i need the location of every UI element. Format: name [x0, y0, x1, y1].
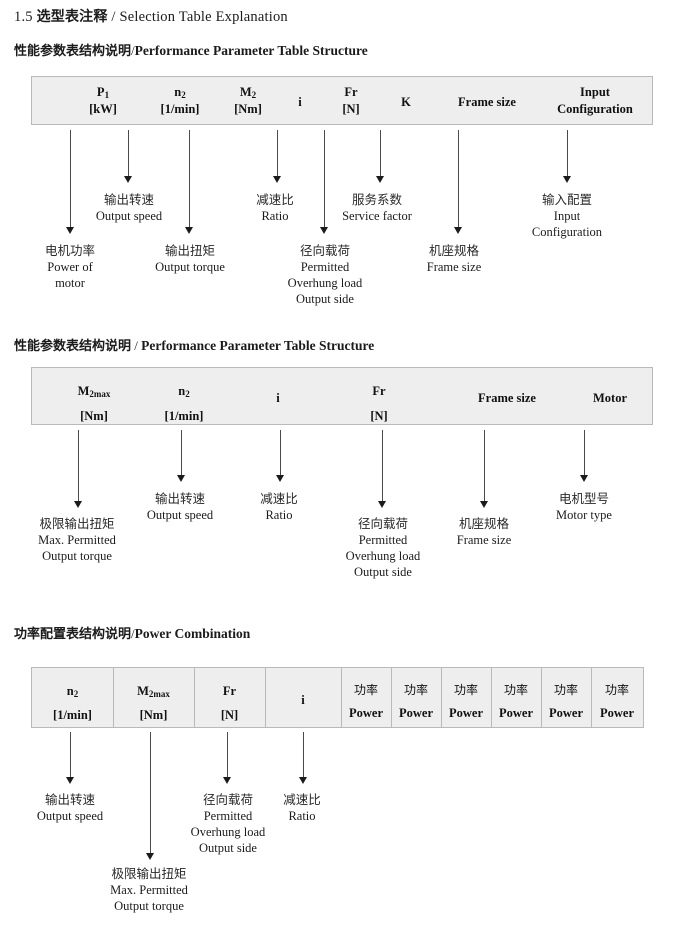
arrow-down-icon [563, 130, 572, 183]
arrow-down-icon [74, 430, 83, 508]
table3-col-m2max: M2max [Nm] [137, 684, 170, 722]
table2-col-frame-size: Frame size [478, 391, 536, 405]
arrow-down-icon [454, 130, 463, 234]
callout-max-permitted-output-torque: 极限输出扭矩 Max. Permitted Output torque [110, 866, 188, 913]
section-2-heading-sep: / [134, 338, 138, 353]
arrow-down-icon [299, 732, 308, 784]
callout-overhung-load: 径向载荷 Permitted Overhung load Output side [287, 243, 363, 306]
table3-col-power-3: 功率 Power [448, 683, 483, 720]
arrow-down-icon [146, 732, 155, 860]
table3-col-power-1: 功率 Power [348, 683, 383, 720]
callout-ratio: 减速比 Ratio [260, 491, 298, 522]
arrow-down-icon [580, 430, 589, 482]
table3-divider [265, 668, 266, 727]
callout-frame-size: 机座规格 Frame size [456, 516, 512, 547]
section-1-heading-sep: / [131, 43, 135, 58]
table3-col-power-4: 功率 Power [498, 683, 533, 720]
table3-divider [194, 668, 195, 727]
table1-col-i: i [298, 95, 302, 109]
table3-col-power-6: 功率 Power [599, 683, 634, 720]
callout-frame-size: 机座规格 Frame size [426, 243, 482, 274]
performance-parameter-table-2: M2max [Nm] n2 [1/min] i Fr [N] Frame siz… [31, 367, 653, 425]
section-3-heading-en: Power Combination [134, 626, 251, 641]
callout-service-factor: 服务系数 Service factor [342, 192, 412, 223]
section-number: 1.5 [14, 9, 33, 25]
section-2-heading-en: Performance Parameter Table Structure [141, 338, 375, 353]
section-3-heading-cn: 功率配置表结构说明 [14, 627, 132, 642]
table3-col-n2: n2 [1/min] [53, 684, 92, 722]
section-3-heading: 功率配置表结构说明/Power Combination [14, 623, 250, 642]
table1-col-input-configuration: Input Configuration [557, 85, 633, 116]
table1-col-p1: P1 [kW] [89, 85, 117, 116]
table2-col-i: i [276, 391, 280, 405]
callout-max-permitted-output-torque: 极限输出扭矩 Max. Permitted Output torque [38, 516, 116, 563]
table3-divider [391, 668, 392, 727]
table3-col-fr: Fr [N] [220, 684, 239, 722]
section-1-heading-en: Performance Parameter Table Structure [134, 43, 368, 58]
callout-motor-type: 电机型号 Motor type [556, 491, 612, 522]
title-separator: / [111, 9, 116, 25]
table3-divider [341, 668, 342, 727]
power-combination-table: n2 [1/min] M2max [Nm] Fr [N] i 功率 Power … [31, 667, 644, 728]
arrow-down-icon [66, 732, 75, 784]
arrow-down-icon [185, 130, 194, 234]
table1-col-fr: Fr [N] [342, 85, 360, 116]
callout-ratio: 减速比 Ratio [283, 792, 321, 823]
table3-divider [491, 668, 492, 727]
arrow-down-icon [124, 130, 133, 183]
page-title: 1.5 选型表注释 / Selection Table Explanation [14, 6, 288, 26]
table1-col-m2: M2 [Nm] [234, 85, 262, 116]
section-1-heading-cn: 性能参数表结构说明 [14, 44, 132, 59]
table3-col-power-5: 功率 Power [548, 683, 583, 720]
section-3-heading-sep: / [131, 626, 135, 641]
callout-overhung-load: 径向载荷 Permitted Overhung load Output side [345, 516, 421, 579]
callout-output-speed: 输出转速 Output speed [95, 192, 163, 223]
arrow-down-icon [66, 130, 75, 234]
callout-power-of-motor: 电机功率 Power of motor [44, 243, 95, 290]
arrow-down-icon [378, 430, 387, 508]
arrow-down-icon [177, 430, 186, 482]
table1-col-frame-size: Frame size [458, 95, 516, 109]
arrow-down-icon [223, 732, 232, 784]
callout-output-torque: 输出扭矩 Output torque [155, 243, 225, 274]
table3-col-i: i [301, 693, 305, 707]
table3-divider [591, 668, 592, 727]
page-title-cn: 选型表注释 [36, 9, 108, 25]
table1-col-k: K [401, 95, 411, 109]
section-2-heading: 性能参数表结构说明 / Performance Parameter Table … [14, 335, 374, 354]
page-title-en: Selection Table Explanation [119, 9, 288, 25]
table3-divider [541, 668, 542, 727]
table3-col-power-2: 功率 Power [398, 683, 433, 720]
callout-input-configuration: 输入配置 Input Configuration [531, 192, 603, 239]
arrow-down-icon [276, 430, 285, 482]
callout-output-speed: 输出转速 Output speed [146, 491, 214, 522]
arrow-down-icon [480, 430, 489, 508]
callout-overhung-load: 径向载荷 Permitted Overhung load Output side [190, 792, 266, 855]
table2-col-motor: Motor [592, 391, 627, 405]
table3-divider [441, 668, 442, 727]
arrow-down-icon [376, 130, 385, 183]
performance-parameter-table-1: P1 [kW] n2 [1/min] M2 [Nm] i Fr [N] K Fr… [31, 76, 653, 125]
table2-col-n2: n2 [1/min] [164, 384, 204, 423]
section-1-heading: 性能参数表结构说明/Performance Parameter Table St… [14, 40, 368, 59]
table2-col-m2max: M2max [Nm] [77, 384, 111, 423]
callout-output-speed: 输出转速 Output speed [36, 792, 104, 823]
table1-col-n2: n2 [1/min] [160, 85, 200, 116]
section-2-heading-cn: 性能参数表结构说明 [14, 339, 132, 354]
table3-divider [113, 668, 114, 727]
arrow-down-icon [273, 130, 282, 183]
callout-ratio: 减速比 Ratio [256, 192, 294, 223]
table2-col-fr: Fr [N] [370, 384, 388, 423]
